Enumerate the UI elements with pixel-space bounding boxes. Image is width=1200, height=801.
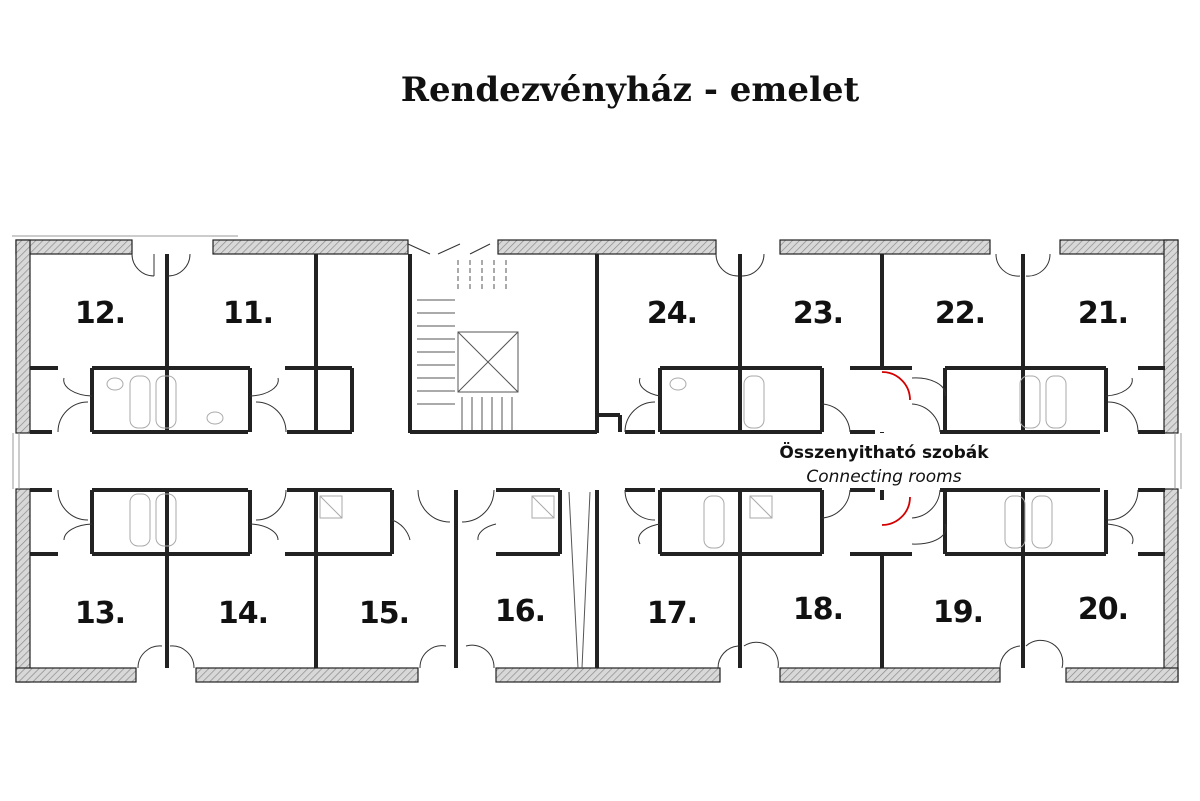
- plan-title: Rendezvényház - emelet: [401, 70, 860, 110]
- connecting-rooms-label-en: Connecting rooms: [806, 467, 961, 487]
- room-22-label: 22.: [935, 296, 985, 331]
- room-12-label: 12.: [75, 296, 125, 331]
- connecting-doors: [881, 371, 911, 526]
- room-labels-top: 12. 11. 24. 23. 22. 21.: [75, 296, 1129, 331]
- staircase: [417, 260, 591, 669]
- bathroom-fixtures: [106, 375, 1067, 549]
- room-19-label: 19.: [933, 595, 983, 630]
- interior-walls: [30, 254, 1165, 668]
- room-15-label: 15.: [359, 596, 409, 631]
- connecting-rooms-label-hu: Összenyitható szobák: [779, 441, 989, 463]
- room-24-label: 24.: [647, 296, 697, 331]
- room-20-label: 20.: [1078, 592, 1128, 627]
- room-18-label: 18.: [793, 592, 843, 627]
- room-labels-bottom: 13. 14. 15. 16. 17. 18. 19. 20.: [75, 592, 1129, 631]
- room-11-label: 11.: [223, 296, 273, 331]
- room-16-label: 16.: [495, 594, 545, 629]
- exterior-walls: [15, 239, 1179, 683]
- room-13-label: 13.: [75, 596, 125, 631]
- room-23-label: 23.: [793, 296, 843, 331]
- doors: [57, 243, 1139, 669]
- room-21-label: 21.: [1078, 296, 1128, 331]
- window-lines: [12, 235, 1182, 489]
- room-17-label: 17.: [647, 596, 697, 631]
- room-14-label: 14.: [218, 596, 268, 631]
